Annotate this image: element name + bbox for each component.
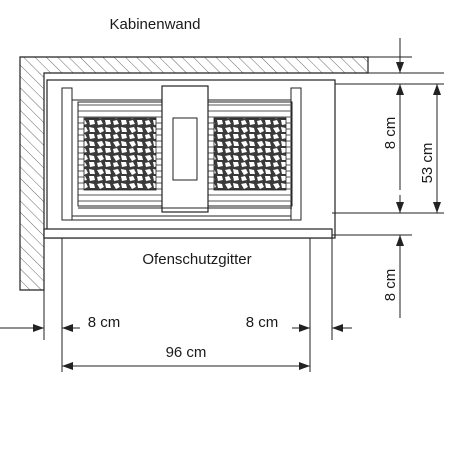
depth-label: 53 cm <box>419 143 436 184</box>
extension-lines <box>43 56 444 372</box>
dim-bottom-gap <box>396 195 404 318</box>
dim-left-gap <box>0 324 80 332</box>
dim-total-width <box>62 362 310 370</box>
dim-right-gap <box>292 324 352 332</box>
bottom-gap-label: 8 cm <box>382 269 399 302</box>
dim-depth <box>433 84 441 213</box>
left-gap-label: 8 cm <box>88 314 121 331</box>
dim-top-gap <box>396 38 404 190</box>
wall-label: Kabinenwand <box>110 16 201 33</box>
top-gap-label: 8 cm <box>382 117 399 150</box>
guard-label: Ofenschutzgitter <box>142 251 251 268</box>
right-gap-label: 8 cm <box>246 314 279 331</box>
sauna-heater <box>46 79 336 239</box>
total-width-label: 96 cm <box>166 344 207 361</box>
heater-guard-bar <box>43 228 333 239</box>
